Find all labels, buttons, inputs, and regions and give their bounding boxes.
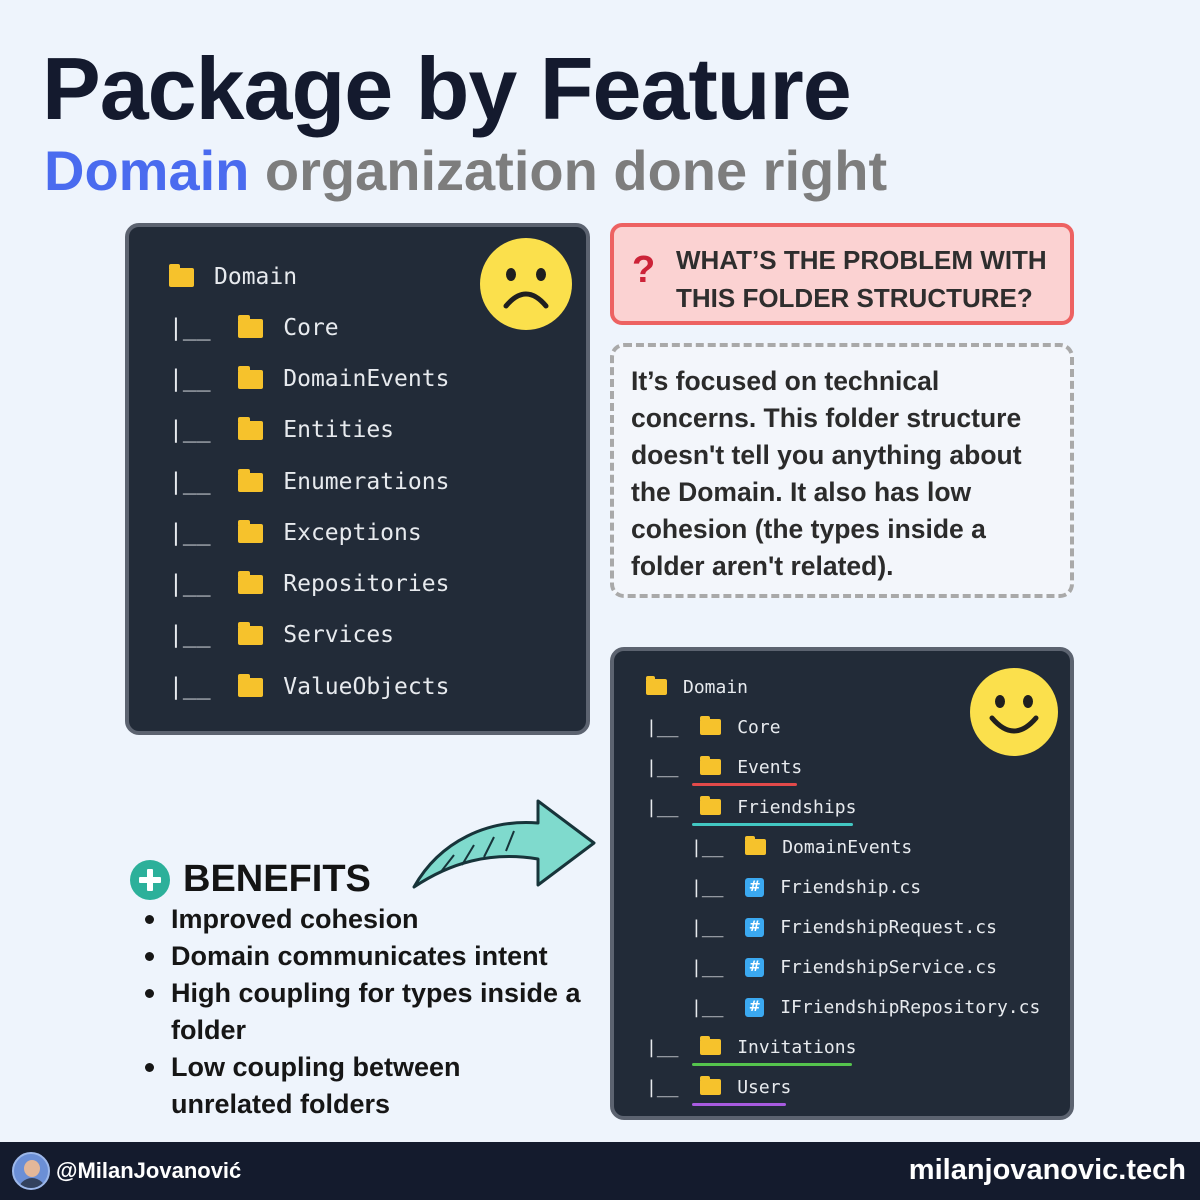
tree-item-repositories: |__ Repositories [169,570,450,597]
list-item: Domain communicates intent [145,938,595,975]
page-title: Package by Feature [42,39,852,138]
friendships-underline [692,823,853,826]
plus-icon [130,859,170,900]
csharp-file-icon: # [745,877,765,897]
website-link[interactable]: milanjovanovic.tech [908,1154,1186,1186]
frown-mouth [503,291,549,309]
folder-icon [700,1076,722,1095]
folder-icon [169,263,194,287]
folder-icon [238,468,264,492]
curved-arrow-icon [412,799,596,889]
tree-item-entities: |__ Entities [169,416,395,443]
folder-icon [238,365,264,389]
tree-item-exceptions: |__ Exceptions [169,519,422,546]
folder-icon [700,756,722,775]
folder-icon [238,673,264,697]
tree-item-services: |__ Services [169,621,395,648]
sub-item-friendship: |__ #Friendship.cs [691,876,922,898]
subtitle-rest: organization done right [249,139,888,202]
folder-icon [700,716,722,735]
avatar [12,1152,50,1190]
sub-item-domainevents: |__ DomainEvents [691,836,913,858]
eye [1023,695,1033,708]
tree-item-friendships: |__ Friendships [646,796,857,818]
invitations-underline [692,1063,852,1066]
csharp-file-icon: # [745,997,765,1017]
eye [506,268,516,281]
tree-item-valueobjects: |__ ValueObjects [169,673,450,700]
benefits-title: BENEFITS [183,858,371,900]
sub-item-ifriendshiprepository: |__ #IFriendshipRepository.cs [691,996,1041,1018]
happy-face-icon [970,668,1058,756]
csharp-file-icon: # [745,917,765,937]
author-handle[interactable]: @MilanJovanović [56,1158,242,1183]
folder-icon [238,314,264,338]
folder-icon [745,836,767,855]
folder-icon [700,1036,722,1055]
sub-item-friendshipservice: |__ #FriendshipService.cs [691,956,997,978]
good-structure-panel: Domain |__ Core |__ Events |__ Friendshi… [610,647,1074,1120]
tree-root: Domain [646,673,748,701]
benefits-list: Improved cohesion Domain communicates in… [145,901,595,1123]
tree-item-core: |__ Core [169,314,339,341]
folder-icon [238,416,264,440]
answer-box: It’s focused on technical concerns. This… [610,343,1074,598]
list-item: High coupling for types inside a folder [145,975,585,1049]
sad-face-icon [480,238,572,330]
sub-item-friendshiprequest: |__ #FriendshipRequest.cs [691,916,997,938]
list-item: Improved cohesion [145,901,595,938]
page-subtitle: Domain organization done right [44,138,887,203]
question-text: WHAT’S THE PROBLEM WITH THIS FOLDER STRU… [676,245,1047,313]
folder-icon [238,621,264,645]
events-underline [692,783,797,786]
tree-root: Domain [169,260,297,294]
eye [995,695,1005,708]
tree-item-users: |__ Users [646,1076,792,1098]
eye [536,268,546,281]
tree-item-events: |__ Events [646,756,803,778]
tree-item-domainevents: |__ DomainEvents [169,365,450,392]
list-item: Low coupling between unrelated folders [145,1049,485,1123]
csharp-file-icon: # [745,957,765,977]
footer-bar: @MilanJovanović milanjovanovic.tech [0,1142,1200,1200]
folder-icon [238,519,264,543]
users-underline [692,1103,786,1106]
folder-icon [700,796,722,815]
tree-item-invitations: |__ Invitations [646,1036,857,1058]
folder-icon [646,676,667,695]
tree-item-core: |__ Core [646,716,781,738]
benefits-heading: BENEFITS [130,858,371,901]
question-mark-icon: ? [632,249,656,291]
smile-mouth [989,715,1039,734]
subtitle-highlight: Domain [44,139,250,202]
folder-icon [238,570,264,594]
question-box: ? WHAT’S THE PROBLEM WITH THIS FOLDER ST… [610,223,1074,325]
tree-item-enumerations: |__ Enumerations [169,468,450,495]
answer-text: It’s focused on technical concerns. This… [631,366,1022,581]
